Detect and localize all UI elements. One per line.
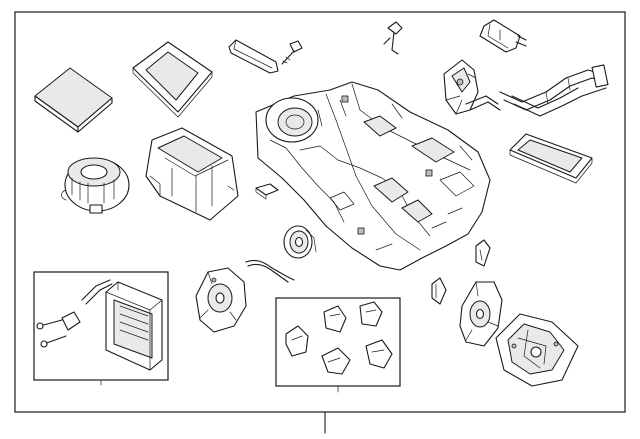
outer-frame xyxy=(14,11,626,434)
blower-motor[interactable] xyxy=(61,157,130,214)
actuator-motor[interactable] xyxy=(431,277,447,305)
cover-plate[interactable] xyxy=(509,133,593,184)
side-cover[interactable] xyxy=(495,313,579,387)
refrigerant-pipes[interactable] xyxy=(499,64,609,117)
cabin-air-filter[interactable] xyxy=(34,67,113,133)
main-hvac-case[interactable] xyxy=(255,81,491,271)
filter-frame[interactable] xyxy=(132,41,213,118)
blend-door-actuator[interactable] xyxy=(195,267,247,333)
pipe-bracket[interactable] xyxy=(479,19,527,53)
small-clip[interactable] xyxy=(255,183,279,200)
bracket-arm[interactable] xyxy=(465,95,501,111)
actuator-wheel[interactable] xyxy=(283,225,317,259)
duct-bracket[interactable] xyxy=(228,39,279,74)
sensor-lever[interactable] xyxy=(383,21,403,55)
leader-lines xyxy=(100,379,339,393)
cable-clip[interactable] xyxy=(245,259,295,283)
screw[interactable] xyxy=(281,40,303,65)
mode-door-actuator[interactable] xyxy=(459,281,503,347)
evaporator-kit-inset[interactable] xyxy=(33,271,169,381)
side-clip[interactable] xyxy=(475,239,491,267)
actuator-set-inset[interactable] xyxy=(275,297,401,387)
blower-housing[interactable] xyxy=(145,127,239,221)
expansion-valve[interactable] xyxy=(443,59,479,115)
